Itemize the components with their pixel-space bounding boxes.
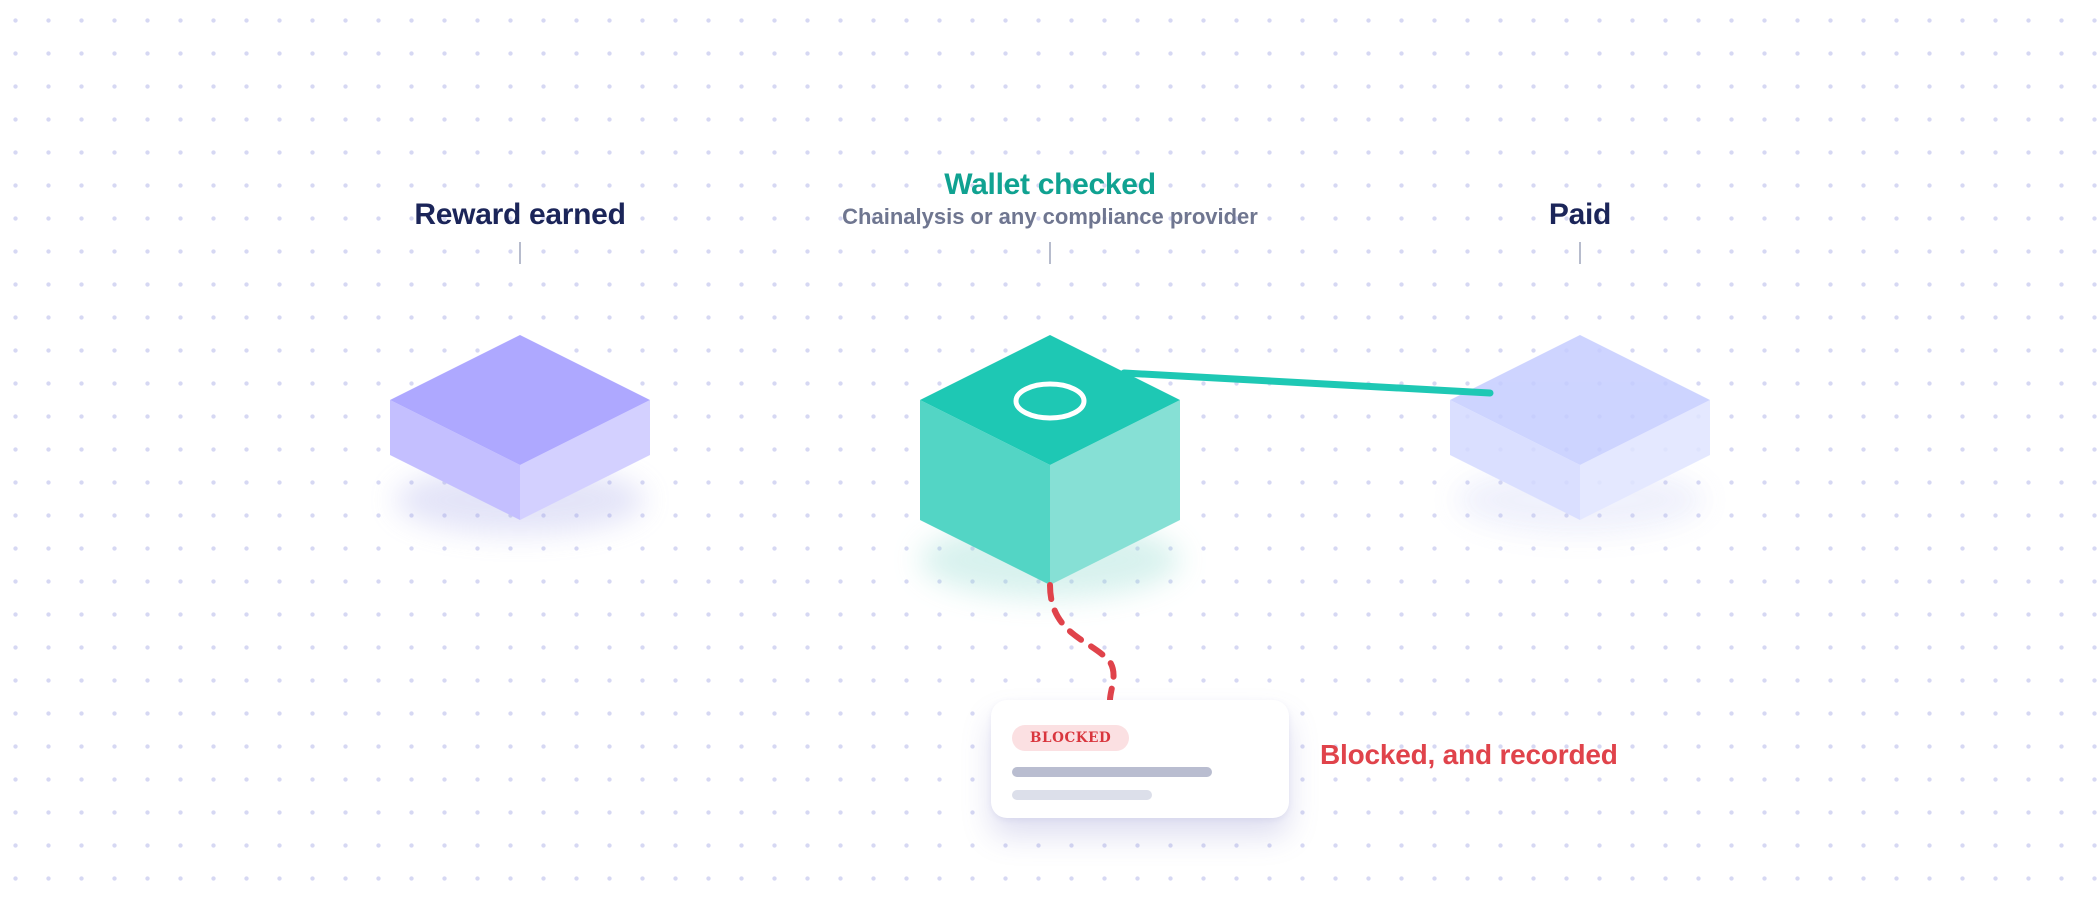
tick-paid [1579, 242, 1581, 264]
block-reward-earned [390, 335, 650, 534]
step-title: Reward earned [414, 198, 626, 231]
blocked-record-card: BLOCKED [991, 700, 1289, 818]
step-subtitle: Chainalysis or any compliance provider [842, 204, 1258, 229]
tick-reward-earned [519, 242, 521, 264]
step-reward-earned-label: Reward earned [414, 198, 625, 232]
blocked-outcome-label: Blocked, and recorded [1320, 739, 1618, 770]
blocked-badge: BLOCKED [1012, 725, 1130, 751]
connector-to-blocked [1047, 582, 1117, 703]
block-wallet-checked [920, 335, 1180, 598]
placeholder-line [1012, 767, 1212, 777]
step-wallet-checked-label: Wallet checked Chainalysis or any compli… [842, 168, 1258, 230]
placeholder-line [1012, 790, 1152, 800]
check-ring-icon [1013, 381, 1087, 421]
step-paid-label: Paid [1549, 198, 1611, 232]
connector-to-paid [1120, 369, 1494, 397]
tick-wallet-checked [1049, 242, 1051, 264]
step-title: Wallet checked [944, 168, 1156, 201]
block-paid [1450, 335, 1710, 534]
step-title: Paid [1548, 198, 1612, 231]
